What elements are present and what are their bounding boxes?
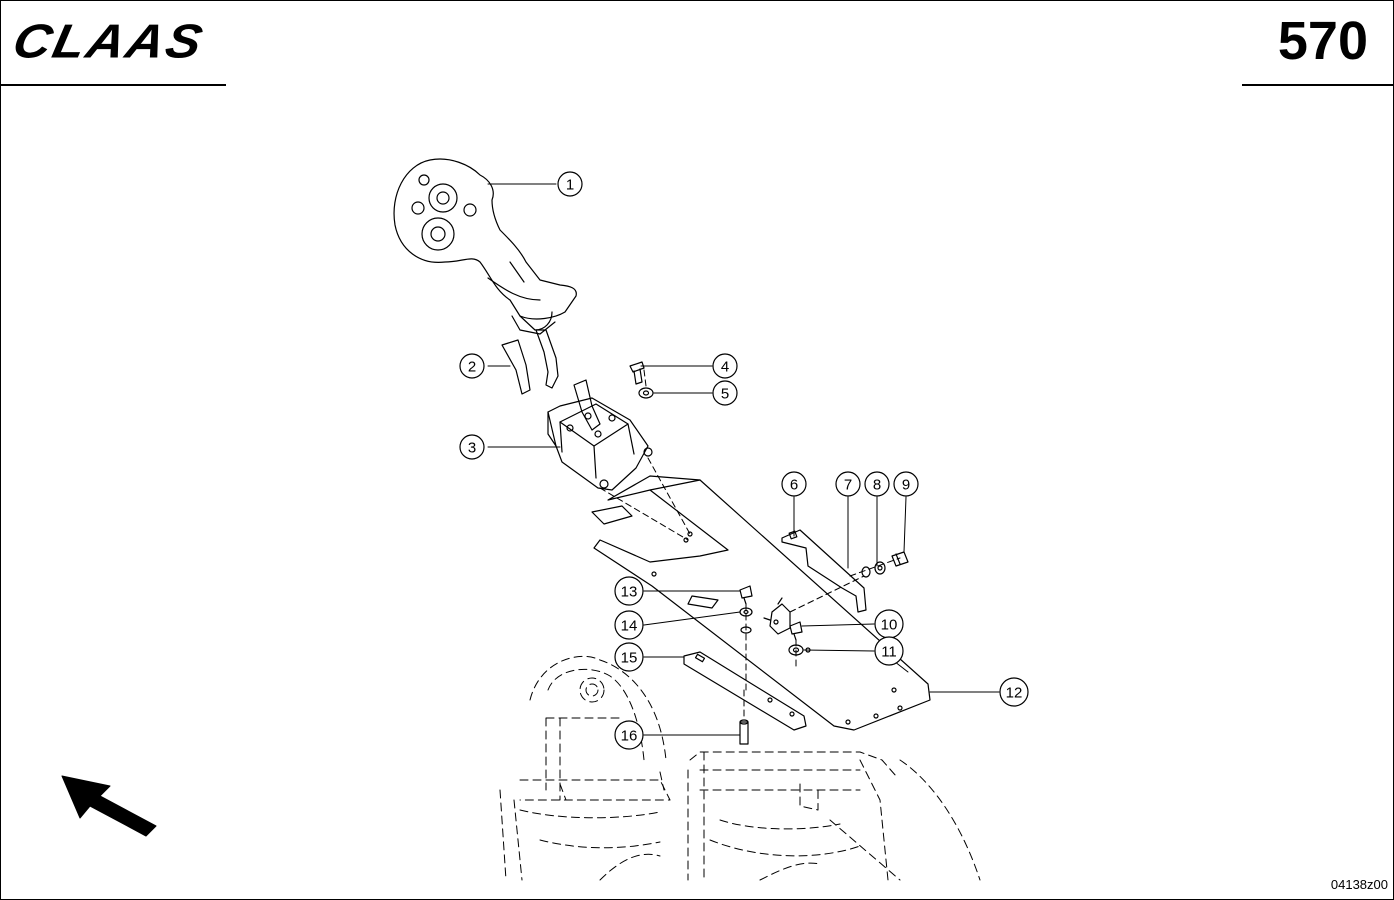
joystick-handle-part: [393, 158, 577, 335]
callout-circle-8: [864, 471, 890, 497]
callout-markers: [459, 171, 1029, 750]
screw-part-13: [739, 585, 753, 605]
callout-label-8: 8: [873, 477, 881, 494]
page-number-underline: [1242, 84, 1394, 86]
callout-label-1: 1: [566, 177, 574, 194]
callout-circle-15: [614, 642, 644, 672]
screw-part-4: [629, 361, 645, 385]
callout-label-3: 3: [468, 440, 476, 457]
washer-part-5: [638, 387, 654, 399]
callout-circle-1: [557, 171, 583, 197]
callout-circle-11: [874, 636, 904, 666]
washer-part-8: [874, 561, 886, 575]
logo-underline: [0, 84, 226, 86]
callout-label-4: 4: [721, 359, 729, 376]
assembly-lines: [599, 369, 901, 721]
callout-circle-14: [614, 610, 644, 640]
callout-circle-3: [459, 434, 485, 460]
callout-label-5: 5: [721, 386, 729, 403]
washer-part-7: [861, 566, 871, 578]
callout-label-13: 13: [621, 584, 638, 601]
arrow-up-left-icon: [61, 775, 157, 837]
clip-part-10: [763, 597, 791, 635]
strip-part-15: [683, 651, 807, 731]
page-number: 570: [1277, 11, 1368, 71]
callout-circle-5: [712, 380, 738, 406]
callout-circle-16: [614, 720, 644, 750]
callout-label-6: 6: [790, 477, 798, 494]
callout-label-15: 15: [621, 650, 638, 667]
pin-part-16: [739, 719, 749, 745]
control-unit-part: [547, 379, 653, 491]
callout-label-2: 2: [468, 359, 476, 376]
callout-circle-6: [781, 471, 807, 497]
callout-circle-9: [893, 471, 919, 497]
callout-label-11: 11: [881, 644, 897, 661]
boot-part: [501, 329, 559, 395]
leader-lines: [487, 183, 1000, 736]
bracket-part-6: [781, 529, 867, 613]
callout-label-16: 16: [621, 728, 638, 745]
callout-circle-4: [712, 353, 738, 379]
callout-label-12: 12: [1006, 685, 1023, 702]
callout-label-9: 9: [902, 477, 910, 494]
machine-body-background: [499, 655, 981, 881]
callout-circle-7: [835, 471, 861, 497]
screw-part-9: [891, 551, 909, 567]
callout-label-10: 10: [881, 617, 898, 634]
callout-circle-12: [999, 677, 1029, 707]
callout-circle-2: [459, 353, 485, 379]
callout-label-7: 7: [844, 477, 852, 494]
drawing-id: 04138z00: [1330, 877, 1388, 892]
callout-circle-13: [614, 576, 644, 606]
callout-labels: 1 2 3 4 5 6 7 8 9 10 11 12 13 14 15 16: [468, 177, 1023, 745]
callout-label-14: 14: [621, 618, 638, 635]
